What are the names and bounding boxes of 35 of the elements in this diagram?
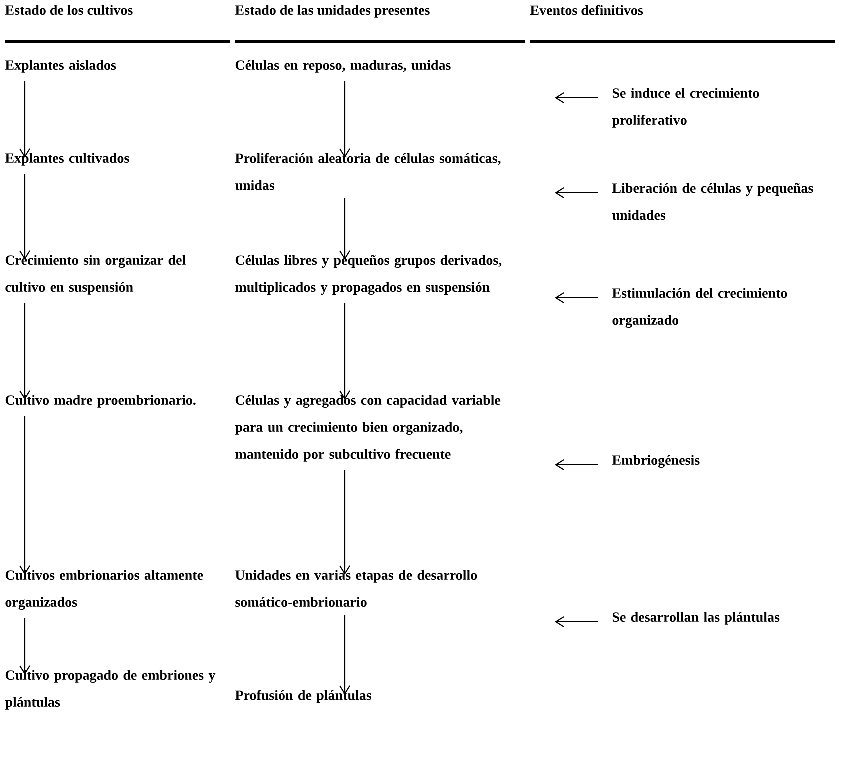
stage-text: Cultivo madre proembrionario. bbox=[6, 395, 196, 408]
arrow bbox=[20, 81, 30, 158]
arrow bbox=[20, 618, 30, 675]
arrow bbox=[555, 616, 598, 628]
arrow bbox=[555, 92, 598, 104]
stage-text: Crecimiento sin organizar del cultivo en suspensión bbox=[6, 255, 186, 295]
arrow bbox=[555, 292, 598, 304]
column-header: Eventos definitivos bbox=[530, 5, 644, 16]
event-text: Embriogénesis bbox=[612, 455, 700, 468]
arrow bbox=[555, 188, 598, 198]
stage-text: Explantes aislados bbox=[5, 60, 116, 73]
arrow bbox=[20, 416, 30, 575]
arrow bbox=[20, 303, 30, 400]
column-header: Estado de las unidades presentes bbox=[235, 5, 430, 18]
arrow bbox=[555, 460, 598, 470]
stage-text: Unidades en varias etapas de desarrollo somático-embrionario bbox=[236, 570, 478, 608]
stage-text: Cultivo propagado de embriones y plántulas bbox=[5, 670, 216, 710]
arrow bbox=[340, 303, 350, 400]
stage-text: Células libres y pequeños grupos derivados, multiplicados y propagados en suspensión bbox=[236, 255, 502, 296]
arrow bbox=[340, 615, 350, 695]
arrow bbox=[340, 81, 350, 158]
stage-text: Cultivos embrionarios altamente organizados bbox=[6, 570, 204, 610]
column-header: Estado de los cultivos bbox=[5, 5, 133, 16]
event-text: Estimulación del crecimiento organizado bbox=[612, 288, 788, 328]
stage-text: Células y agregados con capacidad variable para un crecimiento bien organizado, mantenido por subcultivo frecuente bbox=[235, 395, 501, 462]
stage-text: Proliferación aleatoria de células somáticas, unidas bbox=[235, 153, 501, 190]
event-text: Se induce el crecimiento proliferativo bbox=[612, 88, 760, 128]
event-text: Se desarrollan las plántulas bbox=[612, 612, 780, 625]
arrow bbox=[340, 470, 350, 575]
arrow bbox=[340, 198, 350, 260]
stage-text: Profusión de plántulas bbox=[235, 690, 372, 704]
event-text: Liberación de células y pequeñas unidades bbox=[612, 183, 814, 220]
stage-text: Explantes cultivados bbox=[5, 153, 130, 166]
stage-text: Células en reposo, maduras, unidas bbox=[236, 60, 451, 73]
arrow bbox=[20, 174, 30, 260]
